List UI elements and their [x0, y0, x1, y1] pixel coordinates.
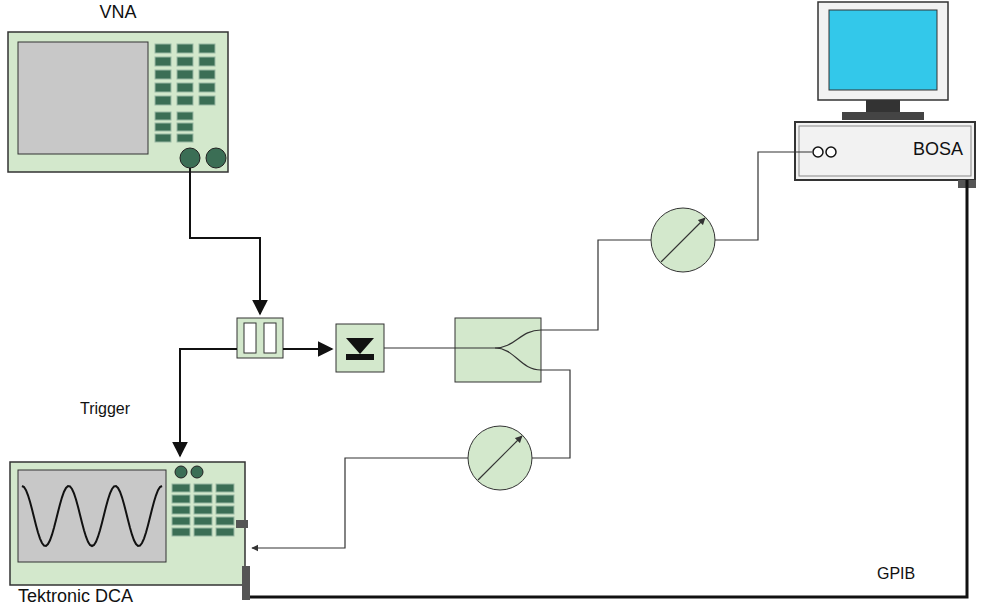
bosa-instrument-part: [842, 112, 924, 120]
rf-cable: [283, 348, 332, 350]
laser-diode: [336, 324, 384, 372]
laser-diode-part: [346, 338, 374, 354]
dca-instrument-part: [191, 466, 203, 478]
instrument-label: BOSA: [913, 139, 963, 160]
optical-fiber: [715, 152, 812, 240]
vna-instrument: [8, 32, 228, 172]
bosa-instrument-part: [795, 122, 975, 180]
button-grid-part: [199, 57, 215, 66]
vna-instrument-part: [206, 148, 226, 168]
bosa-instrument-part: [818, 2, 948, 100]
dca-instrument-part: [242, 566, 250, 600]
instrument-box: Tektronic DCA: [10, 462, 250, 600]
optical-fiber: [541, 240, 651, 330]
button-grid-part: [155, 112, 171, 120]
vna-instrument-part: [8, 32, 228, 172]
bosa-instrument-part: [799, 126, 971, 176]
dca-instrument: [10, 462, 250, 600]
button-grid-part: [172, 506, 190, 514]
instrument-label: VNA: [99, 2, 136, 23]
button-grid: [155, 44, 215, 142]
button-grid-part: [155, 83, 171, 92]
optical-fiber: [252, 458, 468, 548]
variable-attenuator-part: [651, 208, 715, 272]
fiber-coupler-part: [455, 330, 541, 348]
fiber-coupler-part: [495, 348, 541, 370]
button-grid-part: [177, 134, 193, 142]
button-grid-part: [155, 123, 171, 131]
bosa-instrument-part: [866, 100, 900, 112]
variable-attenuator: [468, 426, 532, 490]
dca-instrument-part: [10, 462, 245, 585]
button-grid-part: [177, 57, 193, 66]
button-grid-part: [194, 484, 212, 492]
button-grid-part: [177, 112, 193, 120]
bias-tee-part: [264, 323, 276, 353]
button-grid-part: [177, 44, 193, 53]
button-grid-part: [216, 506, 234, 514]
vna-instrument-part: [180, 148, 200, 168]
button-grid-part: [216, 484, 234, 492]
bus-label: GPIB: [875, 565, 917, 583]
dca-instrument-part: [18, 470, 166, 562]
button-grid-part: [155, 134, 171, 142]
instrument-box: BOSA: [795, 122, 975, 180]
fiber-coupler-part: [455, 318, 541, 382]
button-grid-part: [172, 528, 190, 536]
variable-attenuator: [651, 208, 715, 272]
bosa-instrument: [795, 2, 976, 188]
laser-diode-part: [336, 324, 384, 372]
button-grid-part: [194, 495, 212, 503]
button-grid-part: [199, 44, 215, 53]
instrument-box: VNA: [8, 32, 228, 172]
button-grid-part: [199, 70, 215, 79]
optical-fiber: [384, 347, 455, 348]
button-grid-part: [199, 96, 215, 105]
bias-tee: [237, 318, 283, 358]
button-grid-part: [172, 484, 190, 492]
button-grid-part: [155, 96, 171, 105]
button-grid-part: [194, 506, 212, 514]
fiber-coupler: [455, 318, 541, 382]
instrument-label: Tektronic DCA: [18, 586, 133, 607]
button-grid: [172, 484, 234, 536]
bosa-instrument-part: [826, 147, 836, 157]
button-grid-part: [216, 528, 234, 536]
button-grid-part: [194, 517, 212, 525]
sine-trace: [22, 486, 162, 546]
bosa-instrument-part: [829, 10, 937, 90]
button-grid-part: [199, 83, 215, 92]
button-grid-part: [216, 495, 234, 503]
dca-instrument-part: [175, 466, 187, 478]
bias-tee-part: [244, 323, 256, 353]
variable-attenuator-part: [661, 218, 705, 262]
variable-attenuator-part: [468, 426, 532, 490]
variable-attenuator-part: [478, 436, 522, 480]
dca-instrument-part: [236, 520, 248, 528]
bosa-instrument-part: [813, 147, 823, 157]
button-grid-part: [177, 70, 193, 79]
button-grid-part: [172, 495, 190, 503]
button-grid-part: [216, 517, 234, 525]
trigger-cable: [180, 349, 237, 456]
optical-fiber: [532, 370, 570, 458]
button-grid-part: [155, 57, 171, 66]
gpib-cable: [250, 180, 967, 597]
button-grid-part: [177, 96, 193, 105]
button-grid-part: [155, 70, 171, 79]
button-grid-part: [172, 517, 190, 525]
vna-instrument-part: [18, 42, 148, 154]
rf-cable: [190, 168, 260, 314]
button-grid-part: [194, 528, 212, 536]
bias-tee-part: [237, 318, 283, 358]
laser-diode-part: [346, 354, 374, 360]
button-grid-part: [155, 44, 171, 53]
button-grid-part: [177, 123, 193, 131]
signal-label: Trigger: [80, 400, 130, 418]
button-grid-part: [177, 83, 193, 92]
